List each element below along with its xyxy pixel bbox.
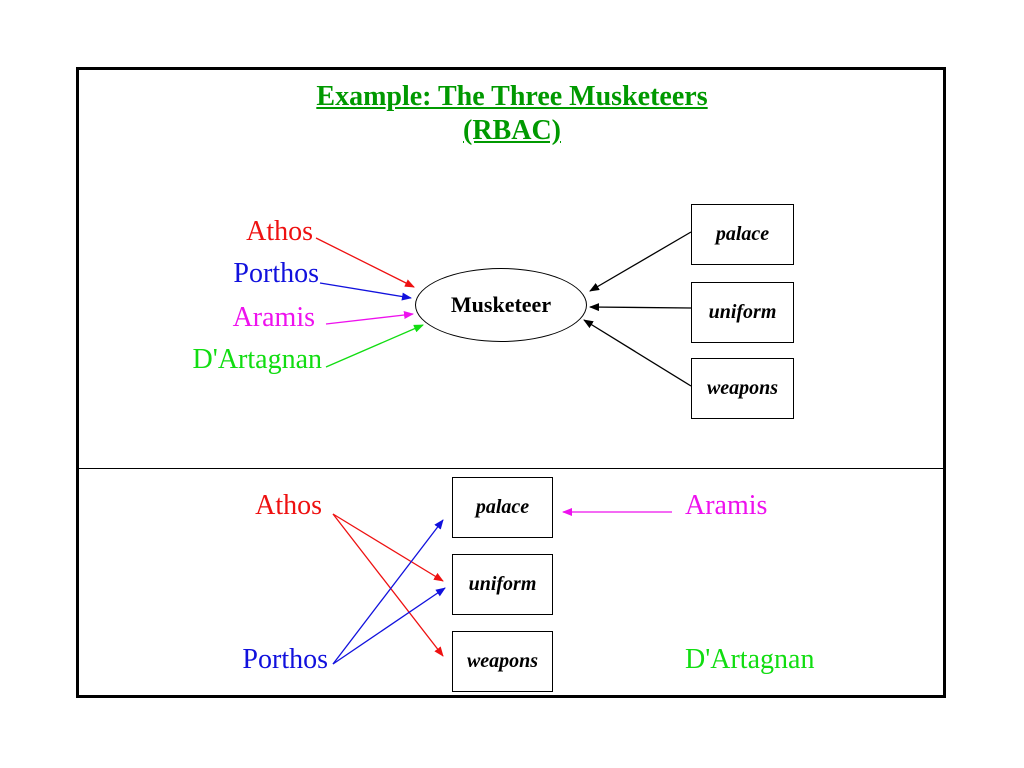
- bottom-permission-weapons: weapons: [452, 631, 553, 692]
- top-user-athos: Athos: [246, 216, 313, 247]
- bottom-permission-uniform: uniform: [452, 554, 553, 615]
- top-permission-weapons: weapons: [691, 358, 794, 419]
- bottom-user-porthos: Porthos: [242, 644, 328, 675]
- slide-title: Example: The Three Musketeers (RBAC): [0, 80, 1024, 148]
- role-musketeer: Musketeer: [415, 268, 587, 342]
- top-user-porthos: Porthos: [233, 258, 319, 289]
- permission-label: palace: [715, 223, 770, 245]
- title-line-2: (RBAC): [463, 115, 561, 146]
- top-permission-uniform: uniform: [691, 282, 794, 343]
- section-divider: [79, 468, 944, 469]
- title-line-1: Example: The Three Musketeers: [316, 81, 708, 112]
- bottom-permission-palace: palace: [452, 477, 553, 538]
- top-permission-palace: palace: [691, 204, 794, 265]
- permission-label: uniform: [708, 301, 777, 323]
- bottom-user-dartagnan: D'Artagnan: [685, 644, 815, 675]
- permission-label: palace: [475, 496, 530, 518]
- bottom-user-aramis: Aramis: [685, 490, 768, 521]
- role-label: Musketeer: [450, 292, 552, 317]
- permission-label: uniform: [468, 573, 537, 595]
- bottom-user-athos: Athos: [255, 490, 322, 521]
- top-user-dartagnan: D'Artagnan: [192, 344, 322, 375]
- permission-label: weapons: [466, 650, 539, 672]
- permission-label: weapons: [706, 377, 779, 399]
- top-user-aramis: Aramis: [232, 302, 315, 333]
